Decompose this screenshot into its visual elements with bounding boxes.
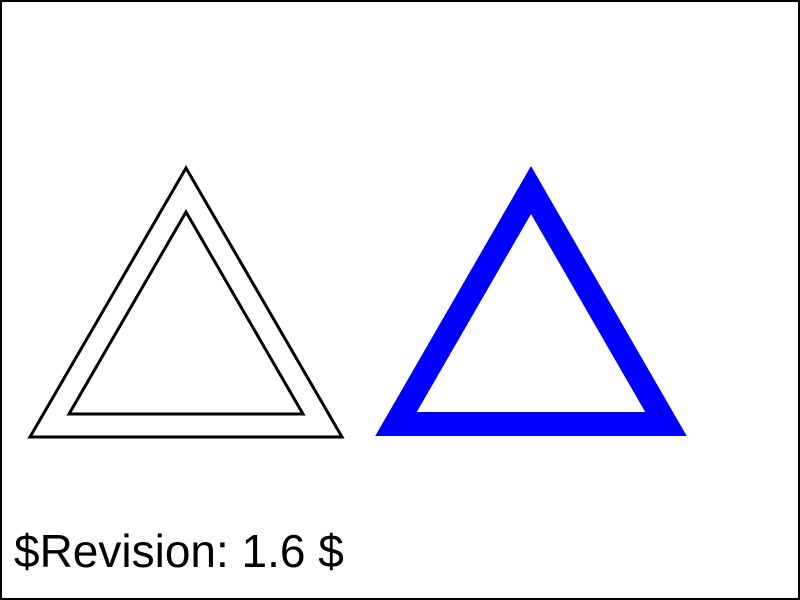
revision-label: $Revision: 1.6 $: [14, 525, 344, 577]
blue-triangle: [375, 165, 687, 436]
inner-black-triangle: [66, 209, 306, 416]
outer-black-triangle: [27, 165, 345, 439]
